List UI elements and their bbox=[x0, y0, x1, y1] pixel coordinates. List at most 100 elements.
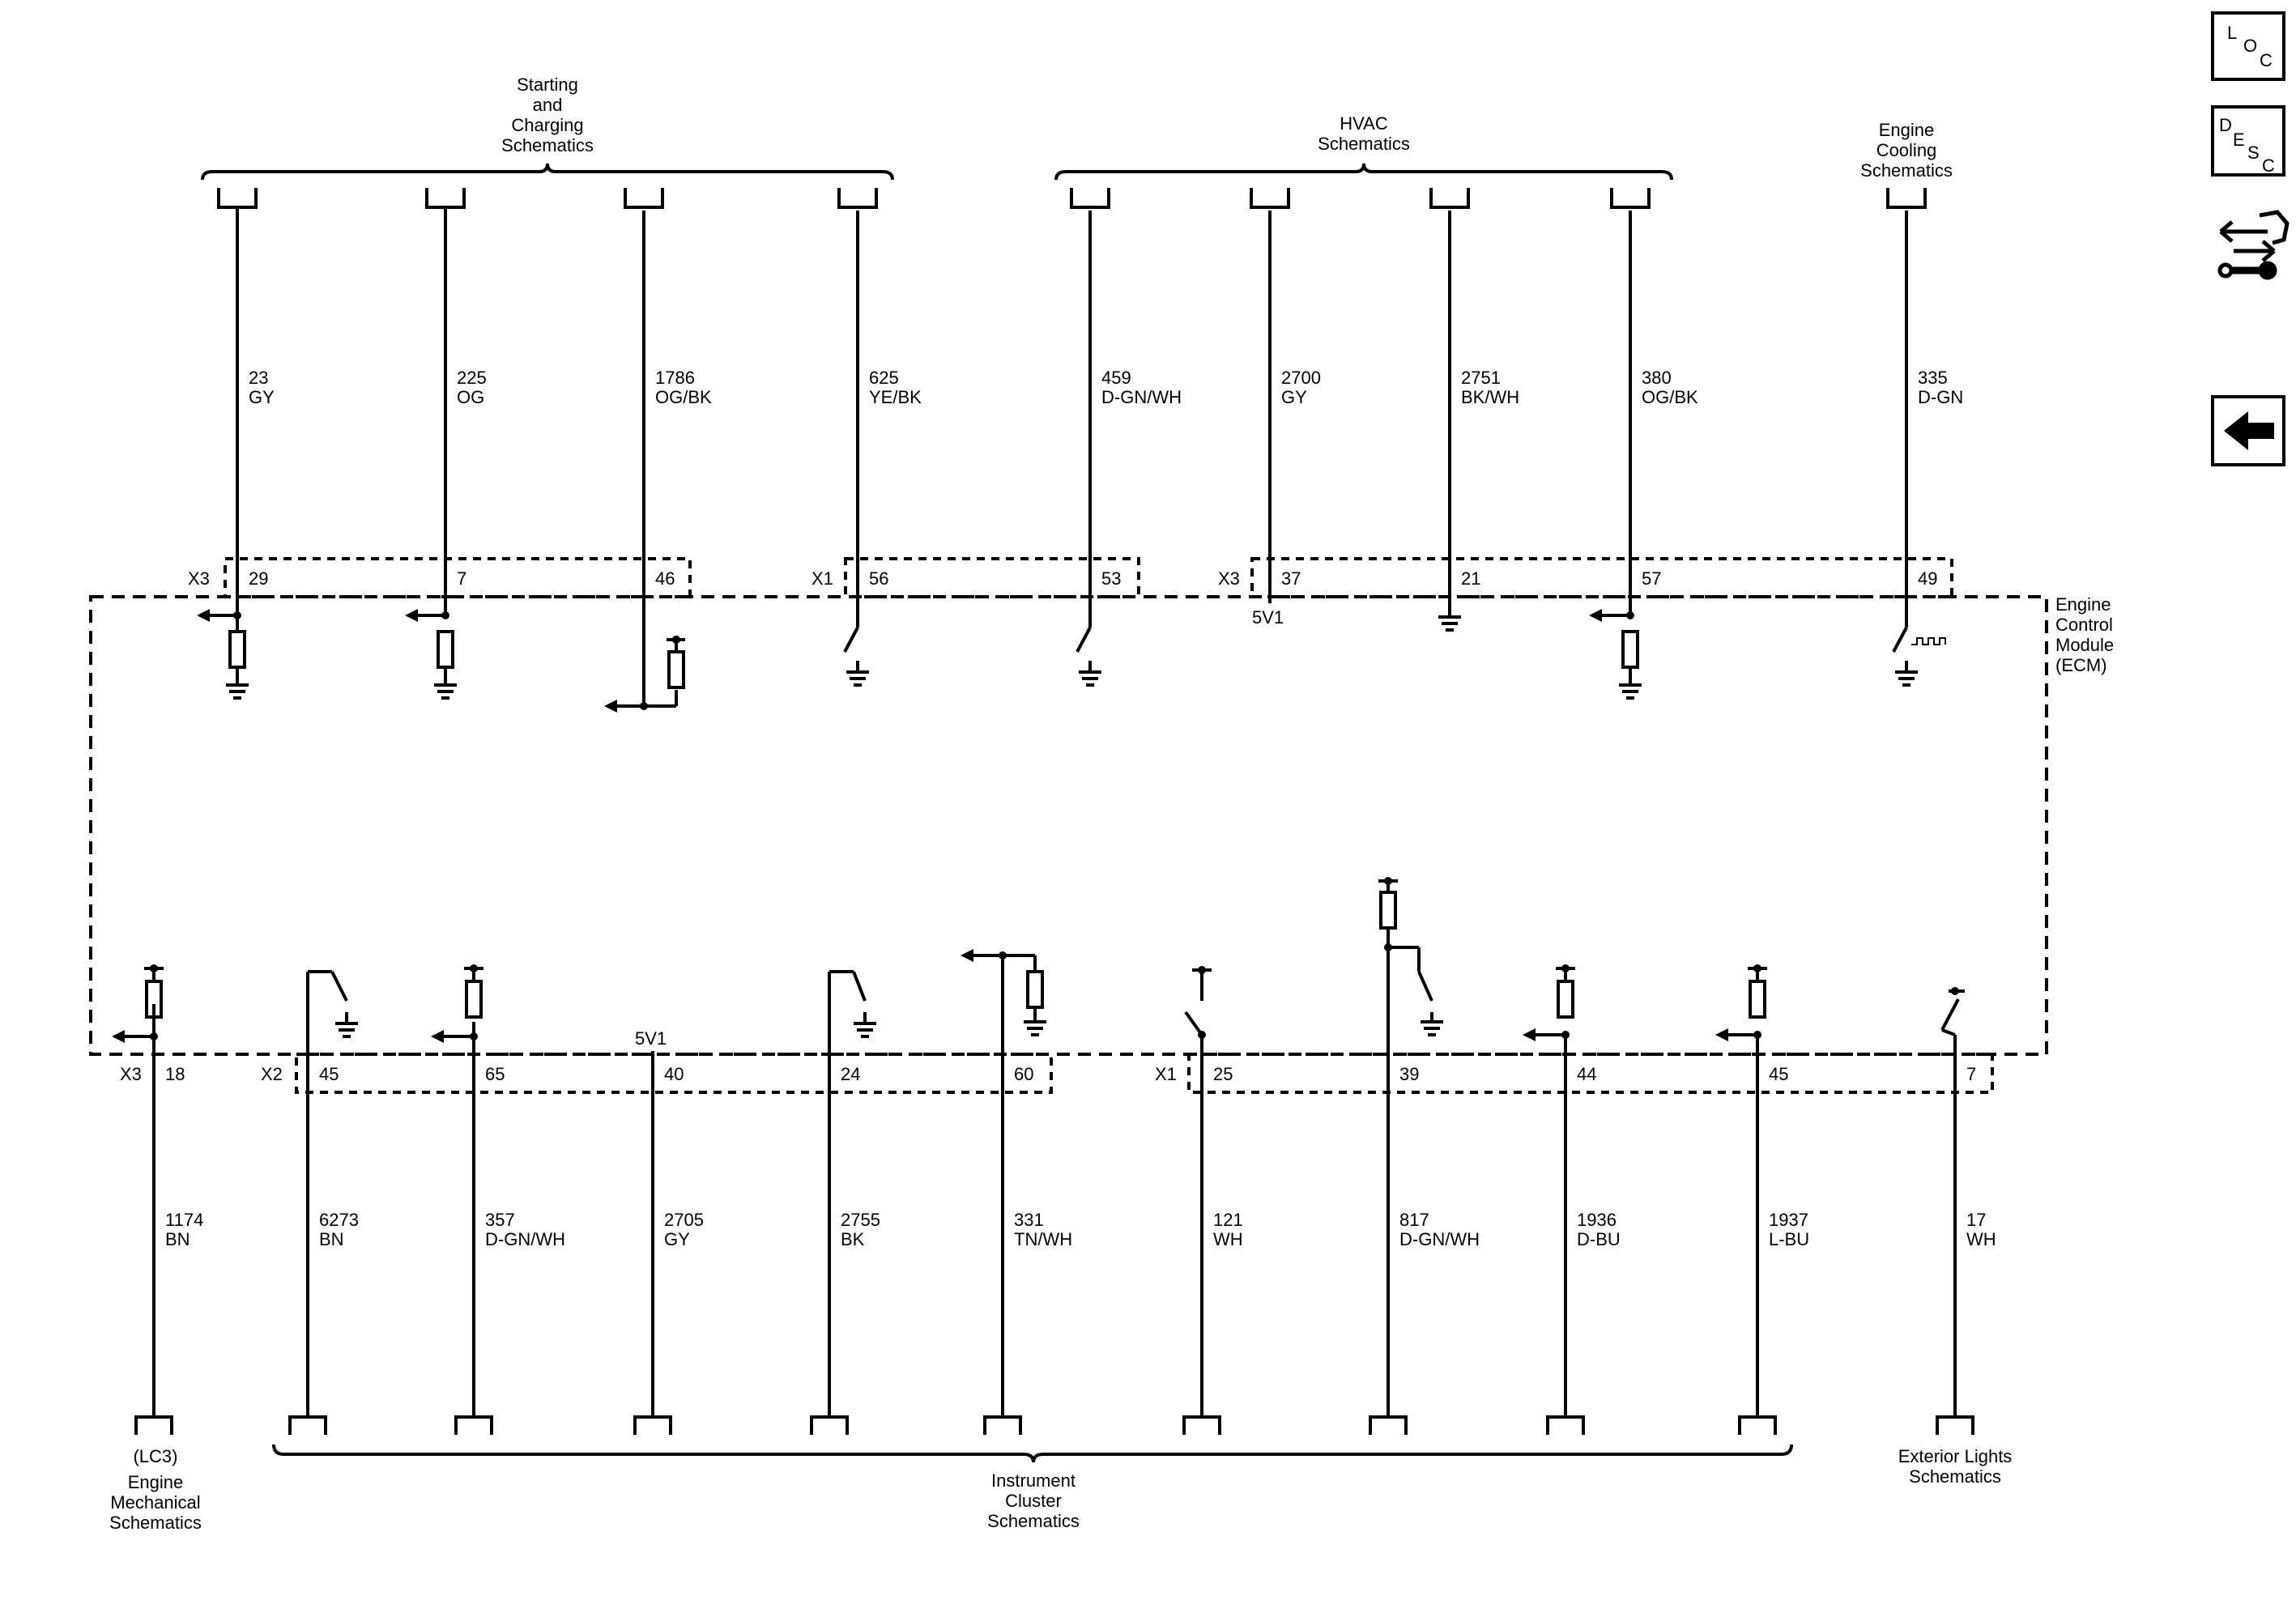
bottom-wire-circuit: 1936 bbox=[1577, 1210, 1617, 1230]
top-wire-color: BK/WH bbox=[1461, 387, 1519, 407]
bottom-wire-color: D-GN/WH bbox=[485, 1229, 565, 1249]
bottom-pin: 39 bbox=[1399, 1064, 1419, 1084]
top-connector-id: X1 bbox=[811, 568, 833, 589]
bottom-wire-color: BN bbox=[319, 1229, 344, 1249]
group-hvac-line1: HVAC bbox=[1340, 113, 1388, 134]
group-starting-charging-line4: Schematics bbox=[501, 135, 594, 155]
connector-x2-bottom-frame bbox=[295, 1053, 1053, 1094]
loc-letter-l: L bbox=[2227, 23, 2237, 43]
group-instrument-cluster-line2: Cluster bbox=[1005, 1491, 1062, 1511]
bottom-pin: 24 bbox=[841, 1064, 860, 1084]
top-wire-circuit: 2751 bbox=[1461, 368, 1501, 388]
bottom-pin-labels: 18 45 65 40 24 60 25 39 44 45 7 X3 X2 X1 bbox=[120, 1064, 1976, 1084]
bottom-wire-circuit: 357 bbox=[485, 1210, 515, 1230]
connector-wrench-icon[interactable] bbox=[2217, 210, 2290, 280]
bottom-wire-circuit: 331 bbox=[1014, 1210, 1044, 1230]
ecm-label-line3: Module bbox=[2055, 635, 2114, 655]
top-wire-color: OG/BK bbox=[655, 387, 712, 407]
bottom-wire-color: GY bbox=[664, 1229, 690, 1249]
circuit-pin-29 bbox=[207, 614, 249, 700]
bottom-pin: 18 bbox=[165, 1064, 185, 1084]
ecm-label-line4: (ECM) bbox=[2055, 655, 2107, 675]
module-label: Engine Control Module (ECM) 5V1 5V1 bbox=[635, 594, 2114, 1049]
bottom-wire-color: WH bbox=[1213, 1229, 1243, 1249]
desc-letter-s: S bbox=[2247, 143, 2260, 163]
group-engine-cooling-line3: Schematics bbox=[1860, 160, 1953, 181]
bottom-wire-circuit: 6273 bbox=[319, 1210, 359, 1230]
group-hvac-line2: Schematics bbox=[1318, 134, 1410, 154]
top-wire-circuit: 459 bbox=[1101, 368, 1131, 388]
bottom-wire-color: BK bbox=[841, 1229, 865, 1249]
top-pin: 7 bbox=[457, 568, 466, 589]
bracket-hvac bbox=[1054, 163, 1673, 181]
group-engine-mech-line4: Schematics bbox=[109, 1513, 202, 1533]
bottom-wire-circuit: 2755 bbox=[841, 1210, 880, 1230]
loc-button[interactable]: L O C bbox=[2211, 11, 2285, 81]
group-instrument-cluster-line3: Schematics bbox=[987, 1511, 1080, 1531]
top-wire-circuit: 23 bbox=[249, 368, 268, 388]
bottom-wire-circuit: 1937 bbox=[1769, 1210, 1808, 1230]
top-pin: 37 bbox=[1281, 568, 1301, 589]
bottom-wire-circuit: 121 bbox=[1213, 1210, 1243, 1230]
top-wire-color: OG/BK bbox=[1642, 387, 1698, 407]
bottom-pin: 45 bbox=[1769, 1064, 1788, 1084]
top-wire-circuit: 380 bbox=[1642, 368, 1672, 388]
top-wire-color: YE/BK bbox=[869, 387, 922, 407]
top-connector-cups bbox=[217, 188, 1927, 212]
bottom-pin: 65 bbox=[485, 1064, 505, 1084]
circuit-pin-56 bbox=[843, 627, 869, 687]
bottom-pin: 7 bbox=[1966, 1064, 1976, 1084]
top-wire-color: OG bbox=[457, 387, 484, 407]
top-wire-color: D-GN/WH bbox=[1101, 387, 1182, 407]
bottom-pin: 40 bbox=[664, 1064, 684, 1084]
circuit-pin-49 bbox=[1892, 627, 1946, 687]
group-engine-mech-line1: (LC3) bbox=[133, 1446, 177, 1466]
bottom-connector-id: X2 bbox=[261, 1064, 283, 1084]
top-pin: 57 bbox=[1642, 568, 1661, 589]
group-exterior-lights-line1: Exterior Lights bbox=[1898, 1446, 2013, 1466]
top-connector-id: X3 bbox=[1218, 568, 1240, 589]
desc-letter-e: E bbox=[2233, 130, 2245, 150]
connector-x1-bottom-frame bbox=[1187, 1053, 1994, 1094]
bottom-wire-labels: 1174 BN 6273 BN 357 D-GN/WH 2705 GY 2755… bbox=[165, 1210, 1996, 1249]
markers bbox=[112, 609, 1959, 1043]
top-pin: 53 bbox=[1101, 568, 1121, 589]
loc-letter-c: C bbox=[2260, 50, 2273, 70]
circuit-pin-57 bbox=[1600, 614, 1642, 700]
top-pin: 56 bbox=[869, 568, 888, 589]
bottom-wire-circuit: 817 bbox=[1399, 1210, 1429, 1230]
ref-5v1-bottom: 5V1 bbox=[635, 1028, 667, 1049]
top-pin: 49 bbox=[1918, 568, 1937, 589]
bracket-instrument-cluster bbox=[272, 1444, 1793, 1463]
labels: Starting and Charging Schematics HVAC Sc… bbox=[109, 74, 2012, 1533]
desc-button[interactable]: D E S C bbox=[2211, 105, 2285, 177]
top-wire-color: GY bbox=[249, 387, 275, 407]
top-wire-circuit: 625 bbox=[869, 368, 899, 388]
circuit-pin-60 bbox=[972, 954, 1046, 1036]
bottom-connector-id: X1 bbox=[1155, 1064, 1177, 1084]
ecm-label-line2: Control bbox=[2055, 615, 2113, 635]
top-wire-color: D-GN bbox=[1918, 387, 1963, 407]
circuit-pin-7-bottom bbox=[1940, 989, 1965, 1036]
group-starting-charging-line2: and bbox=[533, 95, 563, 115]
group-engine-cooling-line1: Engine bbox=[1879, 120, 1935, 140]
bottom-wire-color: BN bbox=[165, 1229, 190, 1249]
top-connector-id: X3 bbox=[188, 568, 210, 589]
circuit-pin-21 bbox=[1438, 615, 1461, 632]
top-wire-circuit: 2700 bbox=[1281, 368, 1321, 388]
bottom-connector-id: X3 bbox=[120, 1064, 142, 1084]
circuit-pin-24 bbox=[829, 970, 876, 1038]
top-pin: 46 bbox=[655, 568, 675, 589]
circuit-pin-25 bbox=[1184, 968, 1212, 1036]
back-button[interactable] bbox=[2211, 395, 2285, 466]
connector-x3-top-frame bbox=[224, 557, 692, 598]
bottom-wire-circuit: 2705 bbox=[664, 1210, 704, 1230]
top-wire-circuit: 335 bbox=[1918, 368, 1948, 388]
top-pin: 29 bbox=[249, 568, 268, 589]
desc-letter-c: C bbox=[2262, 155, 2275, 176]
group-engine-cooling-line2: Cooling bbox=[1876, 140, 1937, 160]
circuit-pin-7 bbox=[416, 614, 457, 700]
bottom-wire-color: D-GN/WH bbox=[1399, 1229, 1480, 1249]
circuit-pin-53 bbox=[1076, 627, 1101, 687]
